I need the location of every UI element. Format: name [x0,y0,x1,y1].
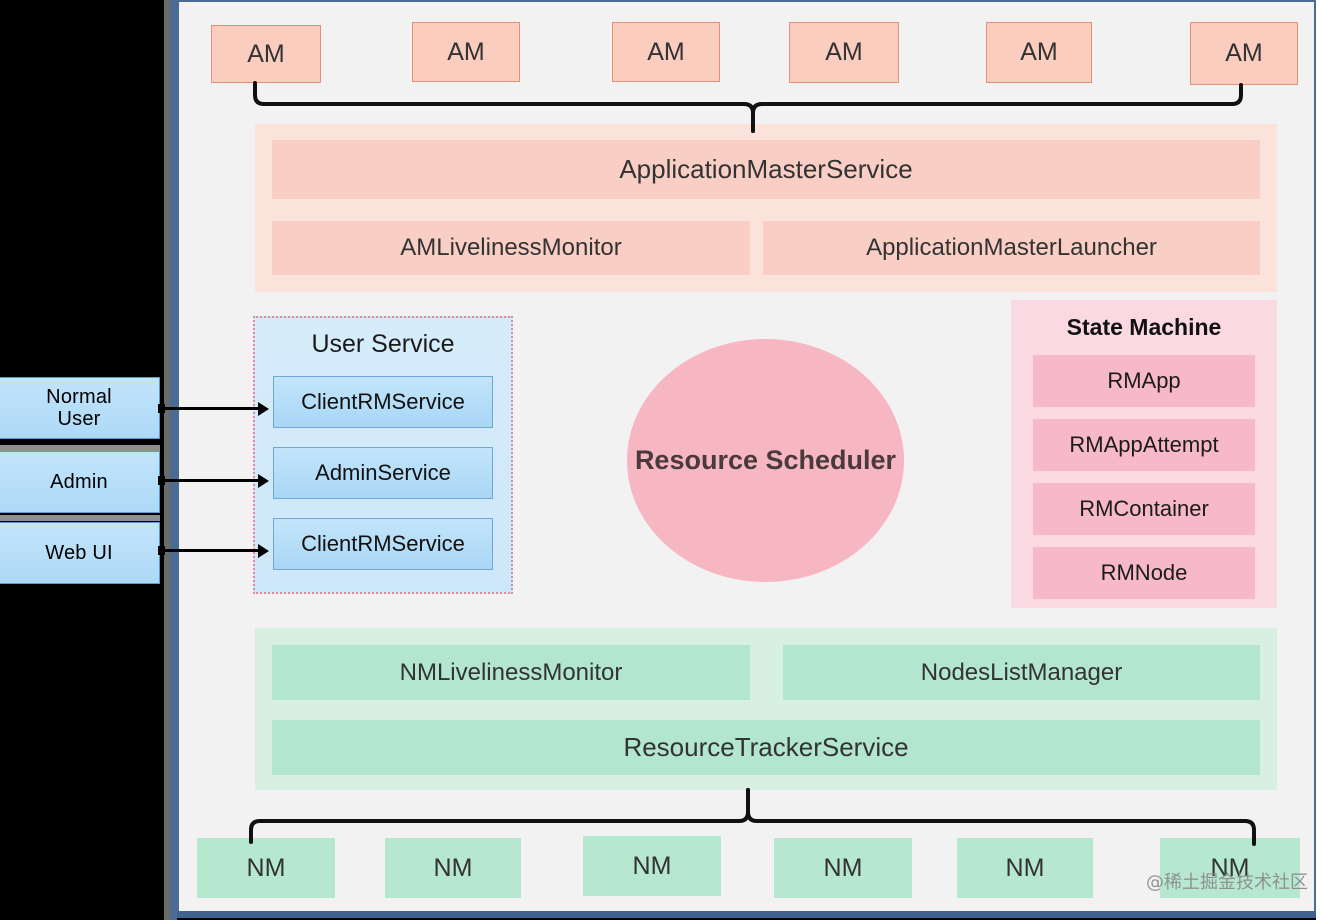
am-box-2[interactable]: AM [412,22,520,82]
actor-separator-1 [0,445,160,451]
actor-separator-2 [0,515,160,521]
am-box-3-label: AM [647,37,685,66]
actor-web-ui-label: Web UI [45,541,113,564]
nm-box-2-label: NM [433,853,473,882]
arrow-head-web-ui [258,544,269,558]
nm-box-1-label: NM [246,853,286,882]
nm-box-6[interactable]: NM [1160,838,1300,898]
nm-liveliness-monitor-label: NMLivelinessMonitor [399,658,623,686]
arrow-tail-admin [158,476,165,485]
application-master-launcher-box[interactable]: ApplicationMasterLauncher [763,221,1260,275]
canvas-right-strip [1316,0,1322,920]
nodes-list-manager-label: NodesListManager [920,658,1123,686]
actor-admin-label: Admin [50,470,108,493]
client-rm-service-label-1: ClientRMService [301,389,465,414]
resource-scheduler-circle[interactable]: Resource Scheduler [627,339,904,582]
state-machine-item-rmappattempt[interactable]: RMAppAttempt [1033,419,1255,471]
nm-box-5[interactable]: NM [957,838,1093,898]
am-box-4-label: AM [825,38,863,66]
actor-normal-user[interactable]: Normal User [0,377,160,439]
state-machine-item-rmappattempt-label: RMAppAttempt [1069,432,1219,457]
arrow-head-normal-user [258,402,269,416]
arrow-line-web-ui [162,549,260,552]
state-machine-item-rmcontainer[interactable]: RMContainer [1033,483,1255,535]
state-machine-item-rmapp[interactable]: RMApp [1033,355,1255,407]
nm-box-1[interactable]: NM [197,838,335,898]
actor-normal-user-label: Normal User [46,385,112,430]
resource-tracker-service-label: ResourceTrackerService [623,732,909,762]
nm-box-4[interactable]: NM [774,838,912,898]
watermark-text: @稀土掘金技术社区 [1146,872,1308,893]
client-rm-service-box-2[interactable]: ClientRMService [273,518,493,570]
sidebar-divider-dark [164,0,170,920]
nm-liveliness-monitor-box[interactable]: NMLivelinessMonitor [272,645,750,700]
application-master-service-box[interactable]: ApplicationMasterService [272,140,1260,199]
state-machine-title: State Machine [1066,314,1222,340]
admin-service-box[interactable]: AdminService [273,447,493,499]
arrow-tail-normal-user [158,404,165,413]
am-box-1-label: AM [247,39,285,68]
client-rm-service-label-2: ClientRMService [301,531,465,556]
actor-web-ui[interactable]: Web UI [0,522,160,584]
arrow-line-normal-user [162,407,260,410]
state-machine-panel: State Machine RMApp RMAppAttempt RMConta… [1011,300,1277,608]
am-box-2-label: AM [447,37,485,66]
am-liveliness-monitor-box[interactable]: AMLivelinessMonitor [272,221,750,275]
nm-box-3[interactable]: NM [583,836,721,896]
client-rm-service-box-1[interactable]: ClientRMService [273,376,493,428]
am-box-4[interactable]: AM [789,22,899,83]
am-box-3[interactable]: AM [612,22,720,82]
application-master-launcher-label: ApplicationMasterLauncher [866,234,1157,261]
am-box-5[interactable]: AM [986,22,1092,83]
am-box-5-label: AM [1020,38,1058,66]
application-master-service-label: ApplicationMasterService [619,154,913,184]
application-master-service-panel: ApplicationMasterService AMLivelinessMon… [255,124,1277,292]
resource-scheduler-label: Resource Scheduler [634,444,897,475]
user-service-group: User Service ClientRMService AdminServic… [253,316,513,594]
canvas-bottom-bar [177,911,1316,918]
am-liveliness-monitor-label: AMLivelinessMonitor [400,234,622,261]
nodes-list-manager-box[interactable]: NodesListManager [783,645,1260,700]
am-box-1[interactable]: AM [211,25,321,83]
nm-box-5-label: NM [1005,853,1045,882]
am-box-6[interactable]: AM [1190,22,1298,85]
admin-service-label: AdminService [315,460,451,485]
arrow-line-admin [162,479,260,482]
user-service-title: User Service [311,330,455,358]
arrow-tail-web-ui [158,546,165,555]
state-machine-item-rmcontainer-label: RMContainer [1079,496,1209,521]
am-box-6-label: AM [1225,39,1263,67]
resource-tracker-service-box[interactable]: ResourceTrackerService [272,720,1260,775]
arrow-head-admin [258,474,269,488]
nm-box-4-label: NM [823,853,863,882]
actor-admin[interactable]: Admin [0,451,160,513]
state-machine-item-rmapp-label: RMApp [1107,368,1181,393]
nm-box-6-label: NM [1210,853,1250,882]
sidebar-divider-blue [170,0,177,920]
state-machine-item-rmnode[interactable]: RMNode [1033,547,1255,599]
nm-box-3-label: NM [632,851,672,880]
node-manager-services-panel: NMLivelinessMonitor NodesListManager Res… [255,628,1277,790]
state-machine-item-rmnode-label: RMNode [1100,560,1188,585]
nm-box-2[interactable]: NM [385,838,521,898]
